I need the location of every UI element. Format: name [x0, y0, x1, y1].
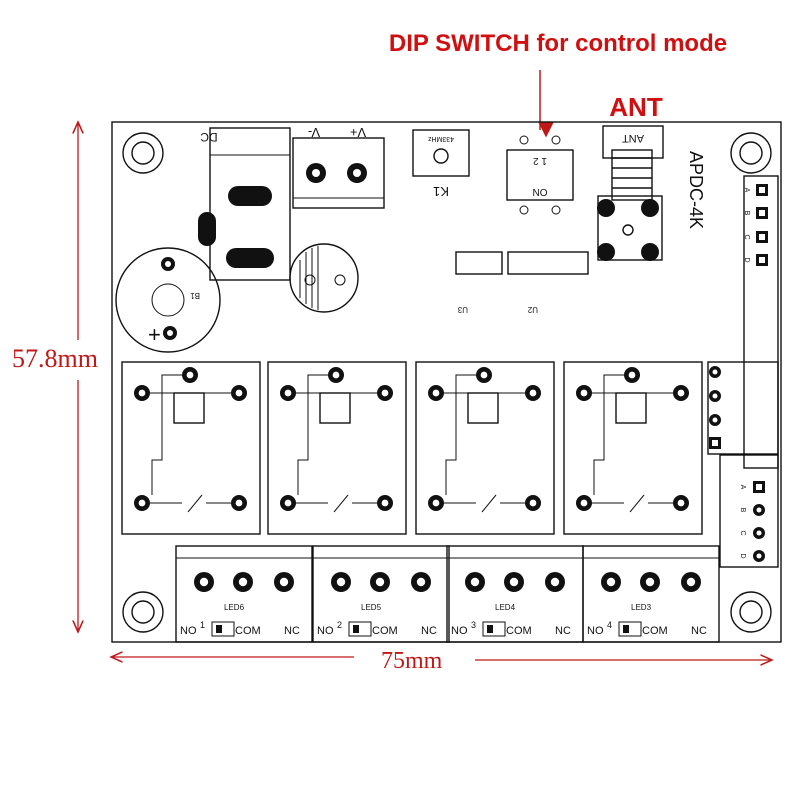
channel-number: 2	[337, 620, 342, 630]
svg-text:1 2: 1 2	[533, 155, 547, 166]
power-terminal: V- V+	[292, 125, 385, 209]
width-dimension: 75mm	[111, 648, 772, 674]
com-label: COM	[506, 625, 532, 637]
header-pin-label: C	[743, 234, 750, 239]
dip-switch-annotation: DIP SWITCH for control mode	[389, 30, 727, 57]
mounting-hole	[730, 132, 772, 174]
header-pin	[709, 366, 721, 378]
header-pin: B	[743, 207, 768, 219]
relay	[267, 361, 407, 535]
led-label: LED3	[631, 603, 652, 612]
io-pin-label: B	[739, 508, 746, 513]
dip-switch: 1 2 ON	[506, 135, 574, 215]
svg-text:U2: U2	[527, 305, 538, 314]
io-pin: C	[739, 527, 765, 539]
led-label: LED6	[224, 603, 245, 612]
io-pin: D	[739, 550, 765, 562]
mounting-hole	[122, 591, 164, 633]
nc-label: NC	[284, 625, 300, 637]
svg-text:433MHz: 433MHz	[427, 135, 454, 142]
svg-text:DC: DC	[200, 130, 218, 144]
io-pin: A	[739, 481, 765, 493]
relay	[563, 361, 703, 535]
header-pin-label: A	[743, 188, 750, 193]
svg-text:V-: V-	[308, 125, 320, 140]
svg-text:+: +	[148, 322, 161, 347]
no-label: NO	[317, 625, 334, 637]
header-pin	[709, 437, 721, 449]
io-pin: B	[739, 504, 765, 516]
com-label: COM	[235, 625, 261, 637]
svg-text:V+: V+	[350, 125, 366, 140]
mounting-hole	[122, 132, 164, 174]
channel-number: 3	[471, 620, 476, 630]
io-pin-label: A	[739, 485, 746, 490]
led-label: LED4	[495, 603, 516, 612]
width-label: 75mm	[381, 648, 443, 674]
relay	[121, 361, 261, 535]
svg-text:U3: U3	[457, 305, 468, 314]
chip-u3: U3	[455, 251, 503, 314]
capacitor	[289, 243, 359, 313]
svg-text:ANT: ANT	[622, 132, 644, 144]
relay	[415, 361, 555, 535]
header-pin: A	[743, 184, 768, 196]
height-label: 57.8mm	[12, 344, 98, 373]
dc-jack: DC	[198, 127, 291, 281]
no-label: NO	[587, 625, 604, 637]
nc-label: NC	[421, 625, 437, 637]
chip-u2: U2	[507, 251, 589, 314]
led-label: LED5	[361, 603, 382, 612]
header-pin: C	[743, 231, 768, 243]
signal-header: A B C D A B C D	[707, 175, 779, 568]
height-dimension: 57.8mm	[12, 122, 98, 632]
mounting-hole	[730, 591, 772, 633]
buzzer: + B1	[115, 247, 221, 353]
channel-number: 4	[607, 620, 612, 630]
svg-text:ON: ON	[533, 186, 548, 197]
header-pin: D	[743, 254, 768, 266]
ant-annotation: ANT	[609, 92, 663, 122]
com-label: COM	[642, 625, 668, 637]
header-pin	[709, 390, 721, 402]
io-pin-label: C	[739, 530, 746, 535]
svg-text:B1: B1	[190, 291, 200, 300]
model-label: APDC-4K	[686, 151, 706, 229]
com-label: COM	[372, 625, 398, 637]
header-pin-label: B	[743, 211, 750, 216]
no-label: NO	[451, 625, 468, 637]
svg-text:K1: K1	[433, 184, 449, 199]
header-pin	[709, 414, 721, 426]
channel-number: 1	[200, 620, 205, 630]
antenna-coil: ANT	[597, 125, 664, 261]
k1-button: 433MHz K1	[412, 129, 470, 199]
header-pin-label: D	[743, 257, 750, 262]
nc-label: NC	[691, 625, 707, 637]
nc-label: NC	[555, 625, 571, 637]
no-label: NO	[180, 625, 197, 637]
io-pin-label: D	[739, 553, 746, 558]
